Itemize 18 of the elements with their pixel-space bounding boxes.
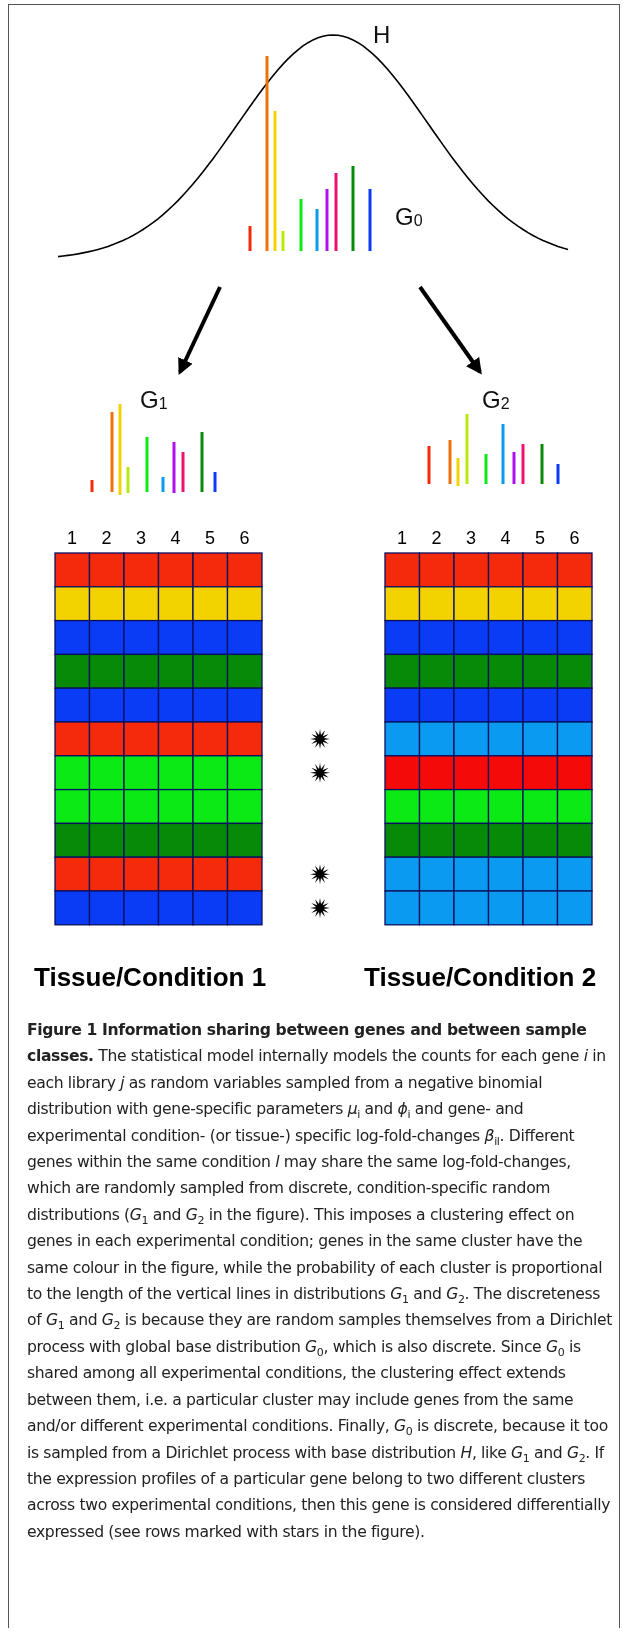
column-number: 1 (66, 528, 78, 549)
column-number: 3 (135, 528, 147, 549)
condition-heading: Tissue/Condition 2 (364, 962, 597, 993)
curve-label: H (373, 21, 391, 49)
column-number: 6 (568, 528, 581, 549)
column-number: 2 (100, 528, 113, 549)
column-number: 4 (169, 528, 182, 549)
arrow (178, 286, 222, 375)
arrow (418, 285, 482, 375)
column-number: 5 (534, 528, 546, 549)
condition-heading: Tissue/Condition 1 (34, 962, 267, 993)
column-number: 3 (465, 528, 477, 549)
column-number: 1 (396, 528, 408, 549)
figure-caption: Figure 1 Information sharing between genes and between sample classes. The statistical model internally models the counts for each gene i in each library j as random variables sampled from a negative binomial distribution with gene-specific parameters μ$_{i}$ and ϕ$_{i}$ and gene- and experimental condition- (or tissue-) specific log-fold-changes β$_{il}$. Different genes within the same condition l may share the same log-fold-changes, which are randomly sampled from discrete, condition-specific random distributions (G$_{1}$ and G$_{2}$ in the figure). This imposes a clustering effect on genes in each experimental condition; genes in the same cluster have the same colour in the figure, while the probability of each cluster is proportional to the length of the vertical lines in distributions G$_{1}$ and G$_{2}$. The discreteness of G$_{1}$ and G$_{2}$ is because they are random samples themselves from a Dirichlet process with global base distribution G$_{0}$, which is also discrete. Since G$_{0}$ is shared among all experimental conditions, the clustering effect extends between them, i.e. a particular cluster may include genes from the same and/or different experimental conditions. Finally, G$_{0}$ is discrete, because it too is sampled from a Dirichlet process with base distribution H, like G$_{1}$ and G$_{2}$. If the expression profiles of a particular gene belong to two different clusters across two experimental conditions, then this gene is considered differentially expressed (see rows marked with stars in the figure). (27, 1020, 612, 1543)
column-number: 2 (430, 528, 443, 549)
column-number: 5 (204, 528, 216, 549)
column-number: 4 (499, 528, 512, 549)
column-number: 6 (238, 528, 251, 549)
